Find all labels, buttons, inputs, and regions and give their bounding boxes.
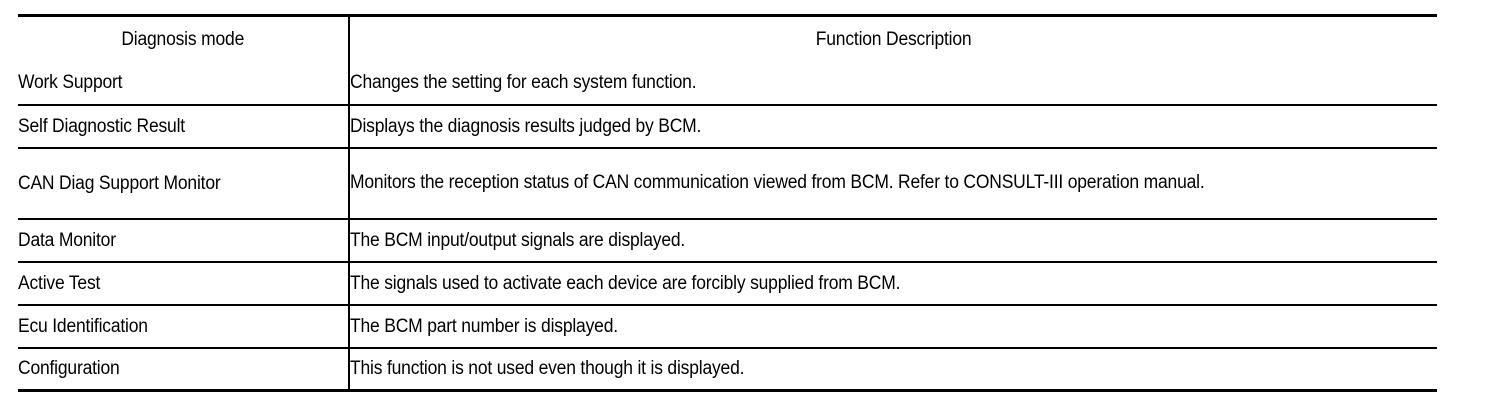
column-header-function-description: Function Description	[349, 16, 1437, 62]
column-header-function-description-label: Function Description	[815, 28, 972, 50]
column-header-diagnosis-mode-label: Diagnosis mode	[121, 28, 245, 50]
cell-function-description-label: The BCM part number is displayed.	[350, 315, 618, 337]
cell-function-description-label: This function is not used even though it…	[350, 358, 745, 380]
table-header: Diagnosis mode Function Description	[18, 15, 1437, 62]
cell-function-description: This function is not used even though it…	[349, 348, 1437, 391]
cell-function-description-label: The signals used to activate each device…	[350, 272, 901, 294]
table-row: CAN Diag Support Monitor Monitors the re…	[18, 147, 1437, 219]
cell-diagnosis-mode-label: Ecu Identification	[18, 315, 148, 337]
cell-diagnosis-mode: Configuration	[18, 347, 350, 391]
table-header-row: Diagnosis mode Function Description	[18, 15, 1437, 62]
table-row: Ecu Identification The BCM part number i…	[18, 304, 1437, 348]
column-header-diagnosis-mode: Diagnosis mode	[18, 15, 350, 62]
cell-function-description: The BCM part number is displayed.	[349, 305, 1437, 348]
cell-diagnosis-mode: Data Monitor	[18, 218, 350, 262]
cell-diagnosis-mode-label: Self Diagnostic Result	[18, 115, 185, 137]
table-row: Configuration This function is not used …	[18, 347, 1437, 391]
diagnosis-mode-table: Diagnosis mode Function Description Work…	[18, 14, 1437, 392]
cell-diagnosis-mode: CAN Diag Support Monitor	[18, 147, 350, 219]
cell-diagnosis-mode-label: Configuration	[18, 358, 120, 380]
cell-function-description-label: Changes the setting for each system func…	[350, 72, 697, 93]
cell-function-description: Displays the diagnosis results judged by…	[349, 105, 1437, 148]
cell-function-description-label: Monitors the reception status of CAN com…	[350, 172, 1205, 193]
cell-function-description: Monitors the reception status of CAN com…	[349, 148, 1437, 219]
cell-diagnosis-mode: Active Test	[18, 261, 350, 305]
cell-diagnosis-mode-label: Data Monitor	[18, 229, 116, 251]
table-row: Self Diagnostic Result Displays the diag…	[18, 104, 1437, 148]
table-body: Work Support Changes the setting for eac…	[18, 61, 1437, 391]
cell-diagnosis-mode-label: CAN Diag Support Monitor	[18, 172, 221, 194]
cell-function-description: Changes the setting for each system func…	[349, 62, 1437, 105]
cell-function-description-label: The BCM input/output signals are display…	[350, 229, 686, 251]
cell-diagnosis-mode: Work Support	[18, 61, 350, 105]
cell-function-description-label: Displays the diagnosis results judged by…	[350, 115, 702, 137]
table-row: Work Support Changes the setting for eac…	[18, 61, 1437, 105]
cell-diagnosis-mode: Ecu Identification	[18, 304, 350, 348]
cell-diagnosis-mode-label: Work Support	[18, 72, 123, 93]
table-row: Active Test The signals used to activate…	[18, 261, 1437, 305]
cell-diagnosis-mode-label: Active Test	[18, 272, 101, 294]
cell-function-description: The signals used to activate each device…	[349, 262, 1437, 305]
cell-diagnosis-mode: Self Diagnostic Result	[18, 104, 350, 148]
cell-function-description: The BCM input/output signals are display…	[349, 219, 1437, 262]
table-row: Data Monitor The BCM input/output signal…	[18, 218, 1437, 262]
